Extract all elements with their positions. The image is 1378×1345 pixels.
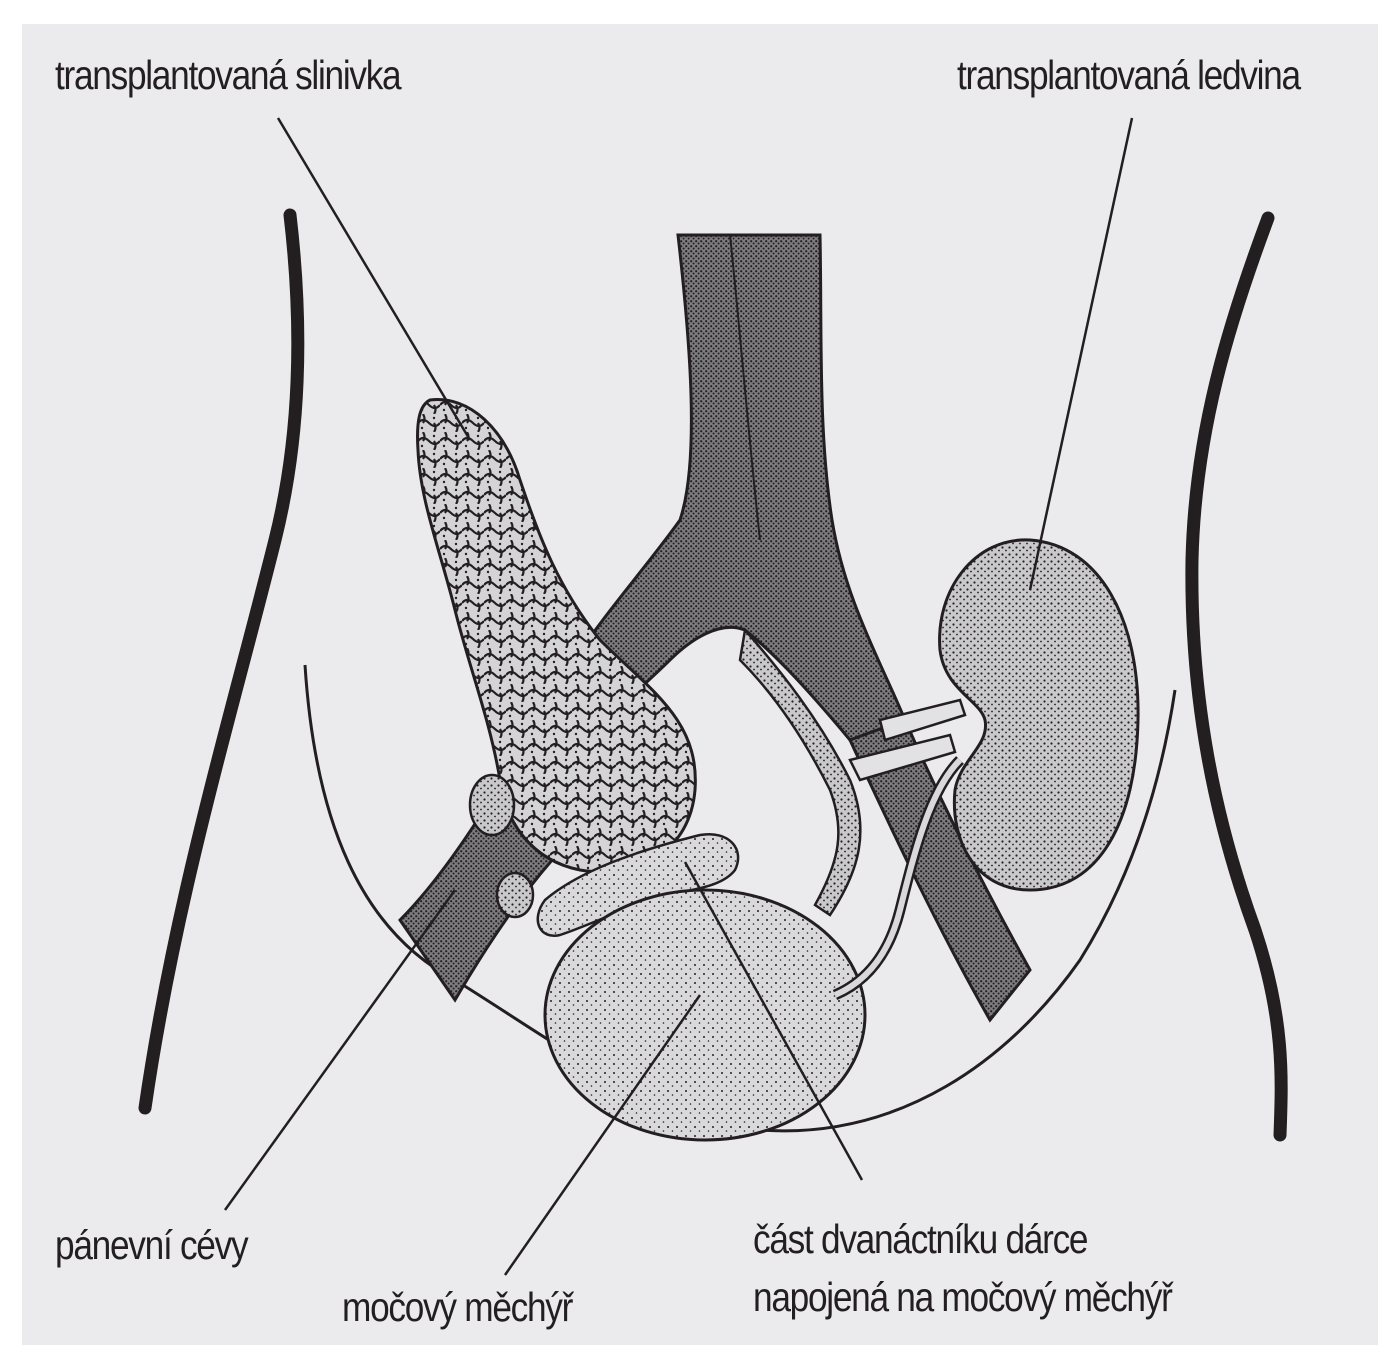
leader-line-kidney [1030, 118, 1132, 590]
label-donor-duodenum-line1: část dvanáctníku dárce [753, 1210, 1172, 1268]
body-outline-left [145, 215, 298, 1108]
label-urinary-bladder: močový měchýř [342, 1287, 572, 1328]
label-transplanted-kidney: transplantovaná ledvina [957, 55, 1300, 96]
label-pelvic-vessels: pánevní cévy [55, 1225, 247, 1266]
pancreas-vessel-stub-2 [497, 873, 533, 917]
label-donor-duodenum-line2: napojená na močový měchýř [753, 1268, 1172, 1326]
transplanted-kidney [940, 540, 1138, 890]
pancreas-vessel-stub [470, 775, 514, 835]
label-transplanted-pancreas: transplantovaná slinivka [55, 55, 400, 96]
leader-line-pancreas [278, 118, 470, 440]
label-donor-duodenum: část dvanáctníku dárce napojená na močov… [753, 1210, 1172, 1326]
urinary-bladder [545, 890, 865, 1140]
leader-line-pelvic-vessels [225, 890, 455, 1210]
body-outline-right [1192, 218, 1281, 1135]
